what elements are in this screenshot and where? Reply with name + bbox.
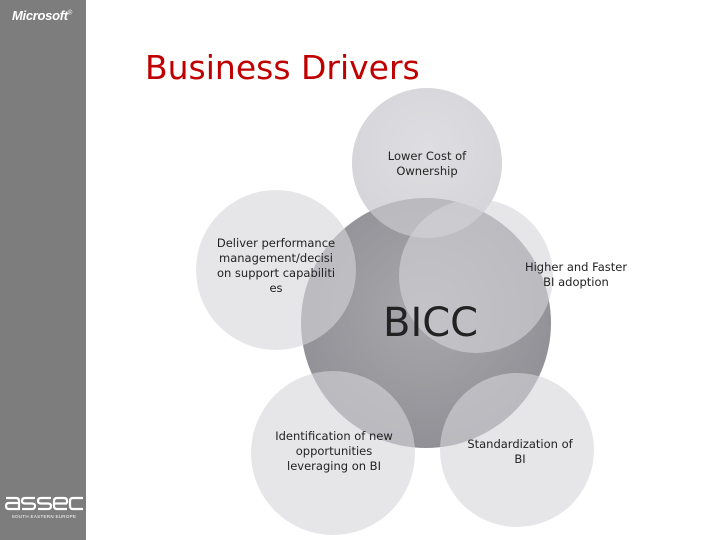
driver-label-right: Higher and Faster BI adoption [524, 260, 628, 289]
driver-circle-left [196, 190, 356, 350]
brand-mark: ® [67, 10, 72, 17]
partner-subtitle: SOUTH EASTERN EUROPE [11, 514, 77, 519]
center-label: BICC [383, 300, 479, 346]
driver-label-top: Lower Cost of Ownership [387, 149, 467, 178]
asseco-wordmark-icon [4, 496, 83, 511]
driver-label-bottom-left: Identification of new opportunities leve… [275, 429, 393, 473]
asseco-logo: SOUTH EASTERN EUROPE [2, 494, 86, 524]
driver-circle-right [399, 199, 553, 353]
brand-name: Microsoft [12, 8, 68, 23]
microsoft-logo: Microsoft® [12, 8, 72, 23]
left-sidebar: Microsoft® SOUTH EASTERN EUROPE [0, 0, 86, 540]
slide-title: Business Drivers [145, 48, 420, 87]
driver-label-bottom-right: Standardization of BI [467, 437, 573, 466]
driver-label-left: Deliver performance management/decision … [216, 236, 336, 295]
driver-circle-bottom-right [440, 373, 594, 527]
driver-circle-bottom-left [251, 371, 415, 535]
